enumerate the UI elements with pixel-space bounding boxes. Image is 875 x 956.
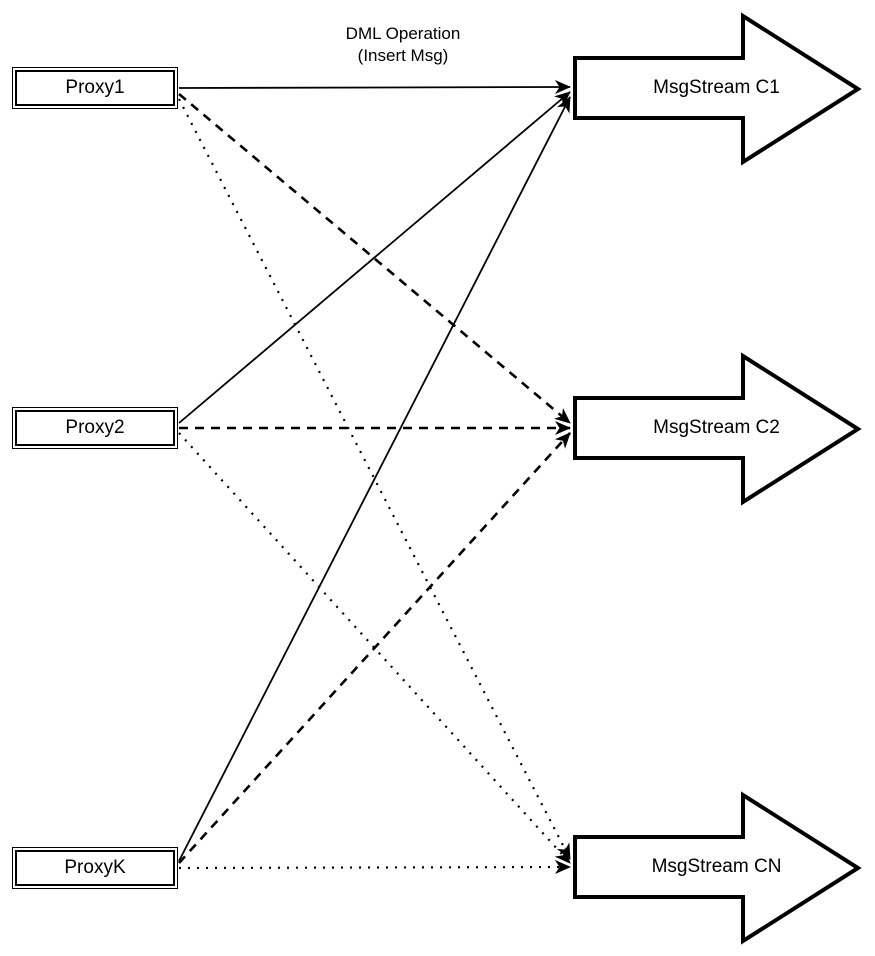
node-proxy1-label: Proxy1 [65,77,125,98]
node-proxy1: Proxy1 [15,70,175,106]
edge-proxy1-msgstream-cn [178,98,571,860]
edge-caption: DML Operation (Insert Msg) [288,23,518,67]
edge-proxy1-msgstream-c2 [178,93,571,424]
node-proxyk-label: ProxyK [64,857,126,878]
edge-proxyk-msgstream-cn [178,860,571,875]
msgstream-c1-arrow-shape [573,12,862,166]
msgstream-c2-label: MsgStream C2 [653,417,780,438]
edge-proxy1-msgstream-c1 [178,80,571,95]
msgstream-cn-label: MsgStream CN [651,856,782,877]
node-proxy2: Proxy2 [15,410,175,446]
node-proxyk: ProxyK [15,850,175,886]
edge-caption-line1: DML Operation [345,24,461,43]
node-proxy2-label: Proxy2 [65,417,125,438]
edge-proxy2-msgstream-c1 [178,91,571,424]
edge-proxyk-msgstream-c2 [178,432,571,864]
msgstream-c1-label: MsgStream C1 [653,77,780,98]
msgstream-c2-arrow-shape [573,352,862,506]
edge-caption-line2: (Insert Msg) [357,46,449,65]
msgstream-cn-arrow-shape [573,791,862,945]
edge-proxyk-msgstream-c1 [178,96,571,862]
